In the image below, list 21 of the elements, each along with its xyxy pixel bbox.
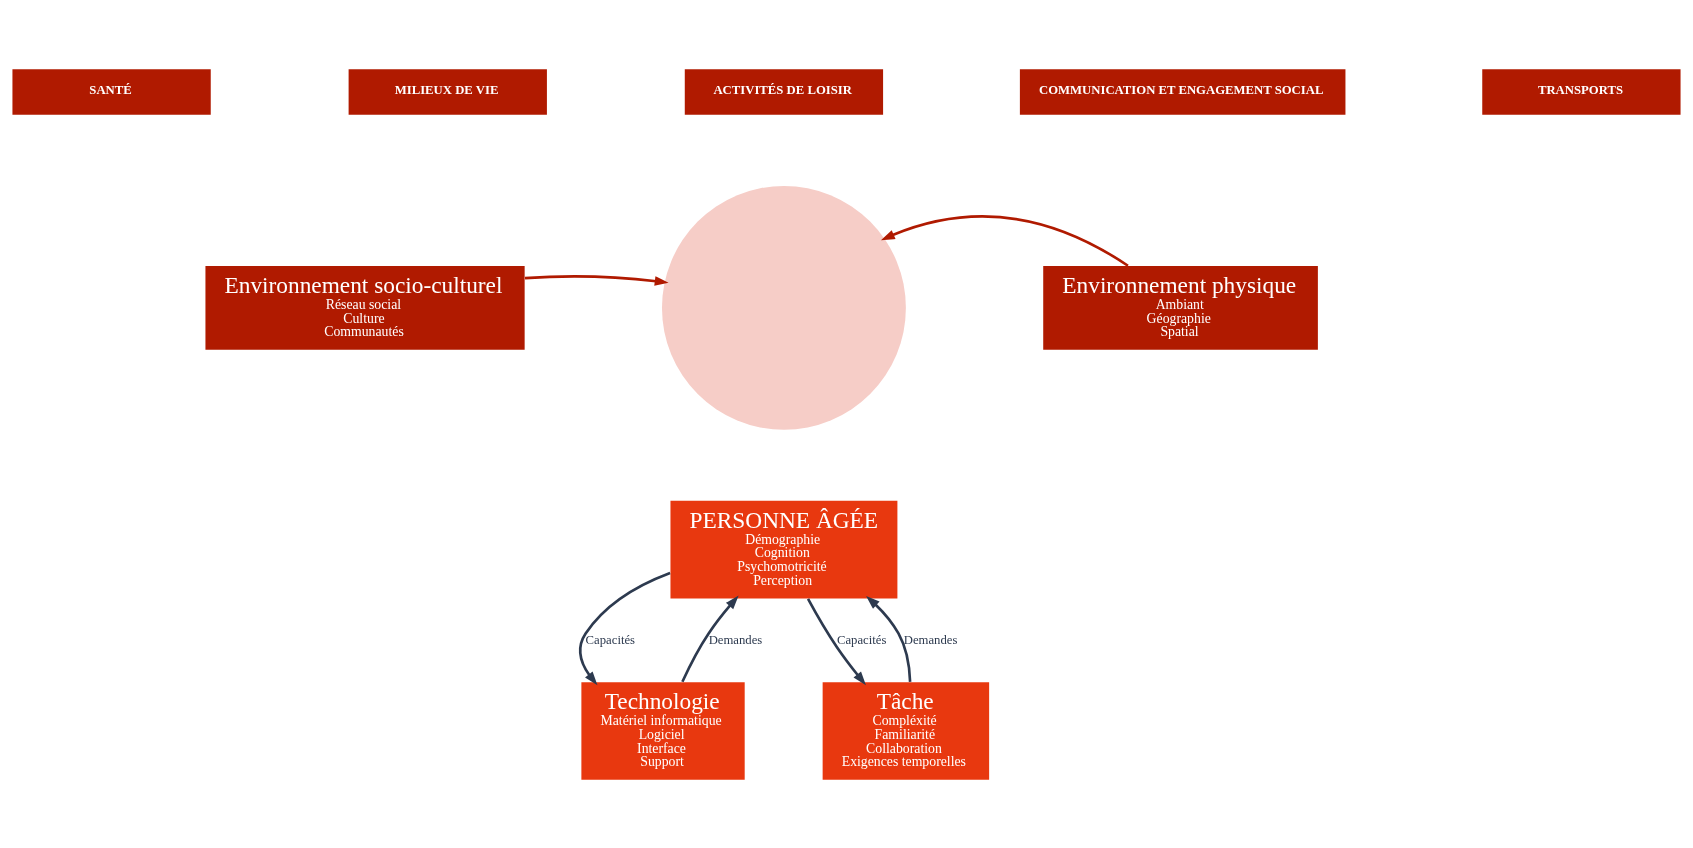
node-circle [662,185,906,430]
node-box: Environnement physique Ambiant Géographie Spatial [1043,265,1318,350]
node-box: MILIEUX DE VIE [348,68,547,115]
edge-label: Capacités [836,632,887,647]
arrow [578,571,671,685]
edge-label: Demandes [903,632,958,647]
edge-label: Demandes [708,632,763,647]
node-box: COMMUNICATION ET ENGAGEMENT SOCIAL [1019,68,1346,115]
node-box: PERSONNE ÂGÉE Démographie Cognition Psychomotricité Perception [670,500,898,598]
node-box: Technologie Matériel informatique Logiciel Interface Support [581,681,745,780]
node-box: Environnement socio-culturel Réseau social Culture Communautés [205,265,525,350]
edge-label: Capacités [585,632,636,647]
node-box: ACTIVITÉS DE LOISIR [684,68,884,115]
arrow [681,595,739,682]
node-box: SANTÉ [12,68,211,115]
arrow [806,597,866,685]
arrow [866,595,912,682]
node-box: Tâche Compléxité Familiarité Collaboration Exigences temporelles [822,681,990,780]
arrow [524,274,669,286]
node-box: TRANSPORTS [1482,68,1681,115]
arrow [880,214,1129,267]
